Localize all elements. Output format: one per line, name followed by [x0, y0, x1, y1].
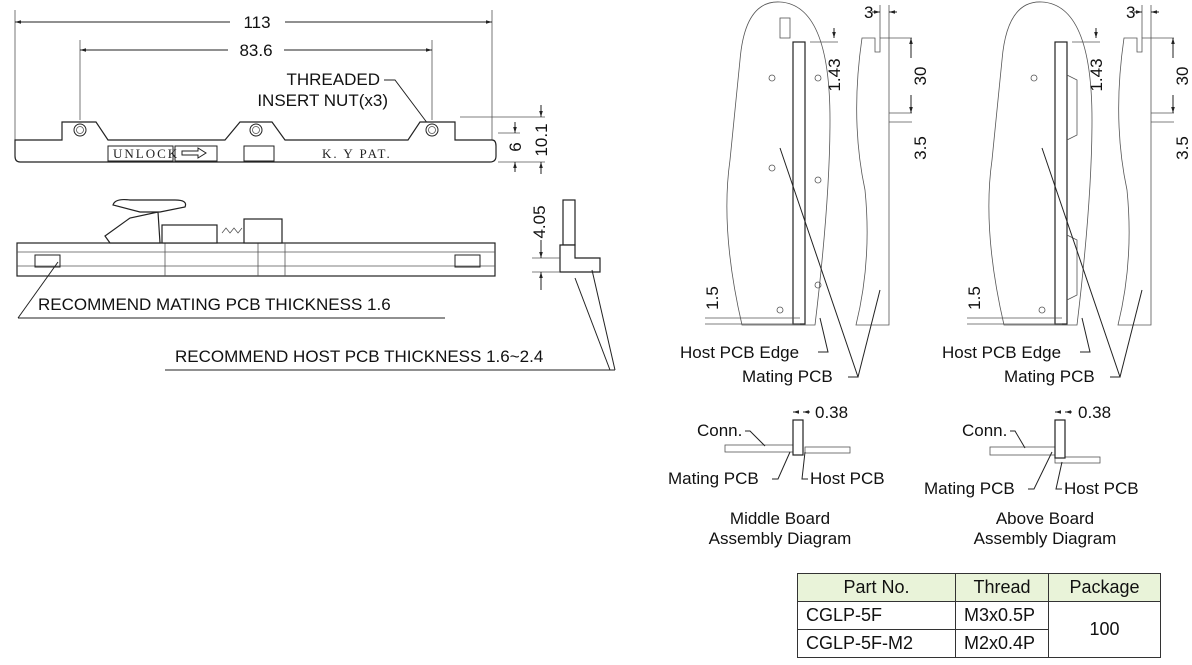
assembly-above: 0.38 Conn. Mating PCB Host PCB Above Boa… [924, 403, 1139, 548]
title-middle-board: Middle Board [730, 509, 830, 528]
dim-0-38: 0.38 [815, 403, 848, 422]
label-conn: Conn. [697, 421, 742, 440]
label-conn: Conn. [962, 421, 1007, 440]
side-view: RECOMMEND MATING PCB THICKNESS 1.6 4.05 … [16, 198, 616, 371]
label-host-pcb-edge: Host PCB Edge [942, 343, 1061, 362]
dim-gap-3: 3 [864, 3, 873, 22]
dim-edge-1-5: 1.5 [703, 286, 722, 310]
table-row: CGLP-5F-M2 M2x0.4P [797, 629, 1161, 658]
callout-insert-nut: INSERT NUT(x3) [257, 91, 388, 110]
cell-part: CGLP-5F-M2 [797, 629, 956, 658]
header-thread: Thread [955, 573, 1049, 602]
dim-step-3-5: 3.5 [911, 136, 930, 160]
top-view: 113 83.6 THREADED INSERT NUT(x3) UNLOCK … [14, 10, 551, 174]
install-view-middle: 3 1.43 30 3.5 1.5 Host PCB Edge Mating P… [680, 1, 930, 386]
dim-edge-1-5: 1.5 [965, 286, 984, 310]
label-mating-pcb: Mating PCB [924, 479, 1015, 498]
table-header: Part No. Thread Package [797, 573, 1161, 602]
dim-offset-1-43: 1.43 [1087, 58, 1106, 91]
callout-threaded: THREADED [286, 70, 380, 89]
label-mating-pcb: Mating PCB [668, 469, 759, 488]
cell-thread: M3x0.5P [955, 601, 1049, 630]
header-part-no: Part No. [797, 573, 956, 602]
title-assembly-diagram: Assembly Diagram [974, 529, 1117, 548]
unlock-label: UNLOCK [113, 146, 179, 161]
install-view-above: 3 1.43 30 3.5 1.5 Host PCB Edge Mating P… [942, 1, 1192, 386]
title-assembly-diagram: Assembly Diagram [709, 529, 852, 548]
connector-body-top [14, 121, 497, 163]
table-row: CGLP-5F M3x0.5P 100 [797, 601, 1161, 658]
label-host-pcb-edge: Host PCB Edge [680, 343, 799, 362]
dim-offset-1-43: 1.43 [825, 58, 844, 91]
assembly-middle: 0.38 Conn. Mating PCB Host PCB Middle Bo… [668, 403, 885, 548]
dim-length-30: 30 [1173, 67, 1192, 86]
dim-overall-length: 113 [243, 13, 270, 32]
note-mating-pcb-thickness: RECOMMEND MATING PCB THICKNESS 1.6 [38, 295, 391, 314]
dim-hole-spacing: 83.6 [239, 41, 272, 60]
dim-0-38: 0.38 [1078, 403, 1111, 422]
spec-table: Part No. Thread Package CGLP-5F M3x0.5P … [797, 573, 1161, 658]
dim-step-3-5: 3.5 [1173, 136, 1192, 160]
cell-thread: M2x0.4P [955, 629, 1049, 658]
label-mating-pcb: Mating PCB [742, 367, 833, 386]
dim-height-4-05: 4.05 [530, 205, 549, 238]
note-host-pcb-thickness: RECOMMEND HOST PCB THICKNESS 1.6~2.4 [175, 347, 543, 366]
title-above-board: Above Board [996, 509, 1094, 528]
dim-length-30: 30 [911, 67, 930, 86]
kypat-mark: K. Y PAT. [322, 146, 392, 161]
label-host-pcb: Host PCB [1064, 479, 1139, 498]
dim-height-10-1: 10.1 [532, 123, 551, 156]
label-host-pcb: Host PCB [810, 469, 885, 488]
header-package: Package [1048, 573, 1161, 602]
dim-height-6: 6 [506, 142, 525, 151]
label-mating-pcb: Mating PCB [1004, 367, 1095, 386]
cell-package: 100 [1048, 601, 1161, 658]
dim-gap-3: 3 [1126, 3, 1135, 22]
cell-part: CGLP-5F [797, 601, 956, 630]
